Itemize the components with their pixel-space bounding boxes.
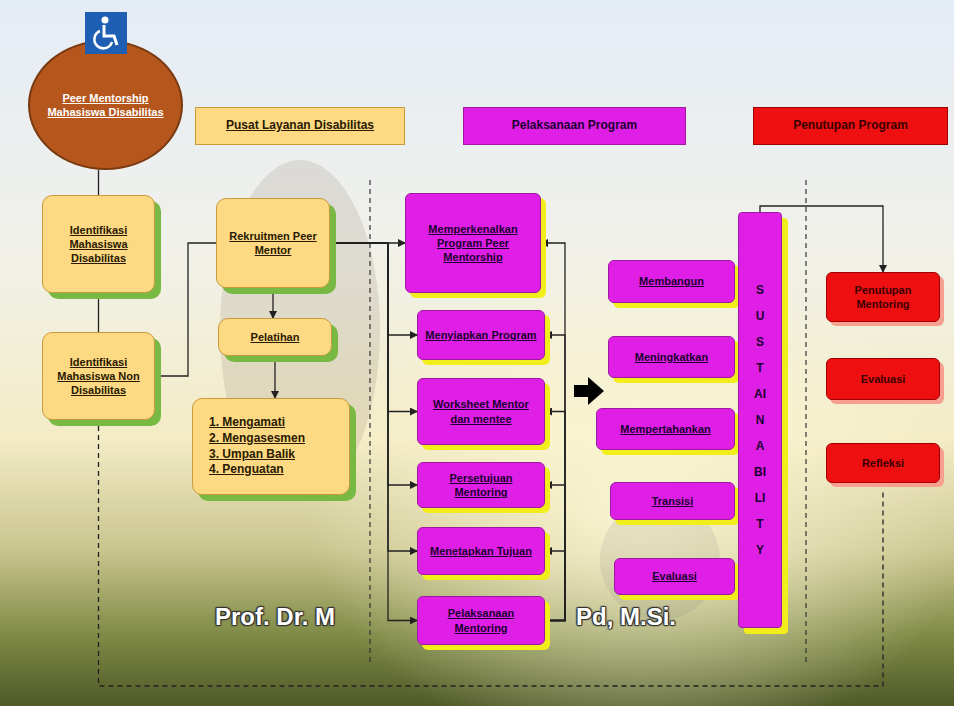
- stage-box: Transisi: [610, 482, 735, 520]
- node-text: Persetujuan Mentoring: [424, 471, 538, 500]
- process-box: Identifikasi Mahasiswa Non Disabilitas: [42, 332, 155, 420]
- process-box: Menetapkan Tujuan: [417, 527, 545, 575]
- closing-box: Refleksi: [826, 443, 940, 483]
- watermark: Prof. Dr. M: [215, 603, 335, 631]
- node-text: Membangun: [639, 274, 704, 288]
- process-box: Persetujuan Mentoring: [417, 462, 545, 508]
- node-text: Transisi: [652, 494, 694, 508]
- node-text: 2. Mengasesmen: [209, 431, 305, 447]
- process-box: Rekruitmen Peer Mentor: [216, 198, 330, 288]
- node-text: Identifikasi Mahasiswa Non Disabilitas: [49, 355, 148, 398]
- section-divider: [369, 180, 370, 665]
- connector: [272, 288, 273, 318]
- node-text: Peer Mentorship Mahasiswa Disabilitas: [36, 91, 175, 120]
- node-text: Evaluasi: [652, 569, 697, 583]
- closing-box: Evaluasi: [826, 358, 940, 400]
- node-text: Worksheet Mentor dan mentee: [424, 397, 538, 426]
- node-text: Evaluasi: [861, 372, 906, 386]
- connector: [155, 243, 216, 376]
- node-text: Meningkatkan: [635, 350, 708, 364]
- process-box: Pelaksanaan Mentoring: [417, 596, 545, 645]
- connector: [545, 551, 565, 621]
- node-text: Mempertahankan: [620, 422, 710, 436]
- vertical-band: SUSTAINABILITY: [738, 212, 782, 628]
- process-box: Memperkenalkan Program Peer Mentorship: [405, 193, 541, 293]
- process-box: Worksheet Mentor dan mentee: [417, 378, 545, 445]
- stage-box: Mempertahankan: [596, 408, 735, 450]
- section-divider: [805, 180, 806, 665]
- node-text: Pelaksanaan Program: [512, 118, 637, 134]
- node-text: Penutupan Program: [793, 118, 908, 134]
- node-text: 4. Penguatan: [209, 462, 284, 478]
- node-text: Identifikasi Mahasiswa Disabilitas: [49, 223, 148, 266]
- connector: [330, 243, 417, 412]
- block-arrow: [574, 377, 604, 405]
- list-box: 1. Mengamati2. Mengasesmen3. Umpan Balik…: [192, 398, 350, 495]
- stage-box: Evaluasi: [614, 558, 735, 595]
- process-box: Identifikasi Mahasiswa Disabilitas: [42, 195, 155, 293]
- node-text: Memperkenalkan Program Peer Mentorship: [412, 222, 534, 265]
- section-header: Pusat Layanan Disabilitas: [195, 107, 405, 145]
- node-text: Pelaksanaan Mentoring: [424, 606, 538, 635]
- node-text: Pusat Layanan Disabilitas: [226, 118, 374, 134]
- connector: [545, 335, 565, 621]
- node-text: 3. Umpan Balik: [209, 447, 295, 463]
- node-text: Refleksi: [862, 456, 904, 470]
- stage-box: Meningkatkan: [608, 336, 735, 378]
- connector: [330, 243, 417, 551]
- section-header: Penutupan Program: [753, 107, 948, 145]
- connector: [545, 485, 565, 621]
- connector: [274, 356, 275, 398]
- node-text: Penutupan Mentoring: [833, 283, 933, 312]
- connector: [98, 170, 99, 195]
- wheelchair-icon: [85, 12, 127, 54]
- section-header: Pelaksanaan Program: [463, 107, 686, 145]
- watermark: Pd, M.Si.: [576, 603, 676, 631]
- node-text: Rekruitmen Peer Mentor: [223, 229, 323, 258]
- process-box: Pelatihan: [218, 318, 332, 356]
- node-text: Menyiapkan Program: [425, 328, 536, 342]
- node-text: Menetapkan Tujuan: [430, 544, 532, 558]
- title-circle: Peer Mentorship Mahasiswa Disabilitas: [28, 40, 183, 170]
- process-box: Menyiapkan Program: [417, 310, 545, 360]
- node-text: 1. Mengamati: [209, 415, 285, 431]
- connector: [98, 293, 99, 332]
- connector: [545, 412, 565, 621]
- node-text: Pelatihan: [251, 330, 300, 344]
- connector: [330, 243, 417, 335]
- node-text: SUSTAINABILITY: [754, 277, 766, 563]
- stage-box: Membangun: [608, 260, 735, 303]
- closing-box: Penutupan Mentoring: [826, 272, 940, 322]
